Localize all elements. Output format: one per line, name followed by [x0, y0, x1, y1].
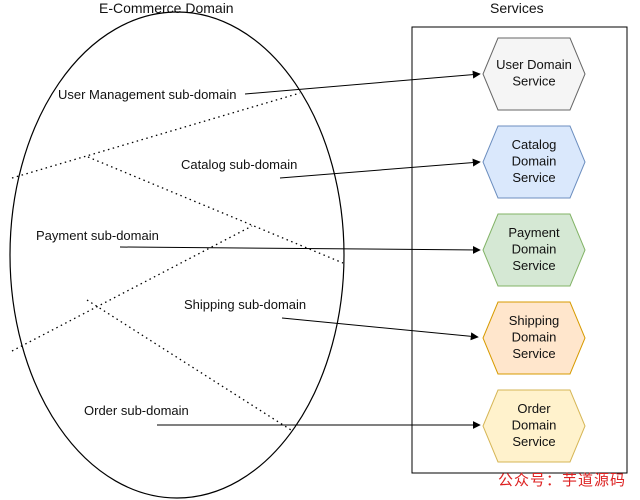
service-shipping-label-line: Service [512, 346, 555, 361]
service-payment-label-line: Domain [512, 241, 557, 256]
subdomain-shipping-label: Shipping sub-domain [184, 297, 307, 312]
service-catalog-label-line: Domain [512, 153, 557, 168]
connector-payment [119, 245, 481, 254]
connector-user-management [244, 70, 481, 95]
service-shipping-label-line: Shipping [509, 313, 560, 328]
service-order-label-line: Service [512, 434, 555, 449]
service-payment-label-line: Payment [508, 225, 560, 240]
service-user-domain-label-line: Service [512, 74, 555, 89]
subdomain-user-management-label: User Management sub-domain [58, 87, 237, 102]
services-title: Services [490, 0, 544, 16]
domain-ellipse [9, 11, 345, 499]
boundary-line [87, 156, 344, 264]
boundary-line [11, 92, 301, 179]
service-payment-label-line: Service [512, 258, 555, 273]
service-shipping-label-line: Domain [512, 329, 557, 344]
boundary-line [11, 225, 253, 352]
subdomain-order-label: Order sub-domain [84, 403, 189, 418]
service-catalog-label-line: Catalog [512, 137, 557, 152]
watermark-text: 公众号：芋道源码 [497, 472, 626, 489]
services-container [411, 26, 628, 474]
service-user-domain-label-line: User Domain [496, 57, 572, 72]
subdomain-payment-label: Payment sub-domain [36, 228, 159, 243]
connector-catalog [279, 158, 481, 179]
connector-shipping [281, 317, 479, 341]
domain-title: E-Commerce Domain [99, 0, 234, 16]
subdomain-catalog-label: Catalog sub-domain [181, 157, 298, 172]
boundary-line [86, 299, 292, 431]
service-order-label-line: Domain [512, 417, 557, 432]
service-order-label-line: Order [517, 401, 551, 416]
service-catalog-label-line: Service [512, 170, 555, 185]
